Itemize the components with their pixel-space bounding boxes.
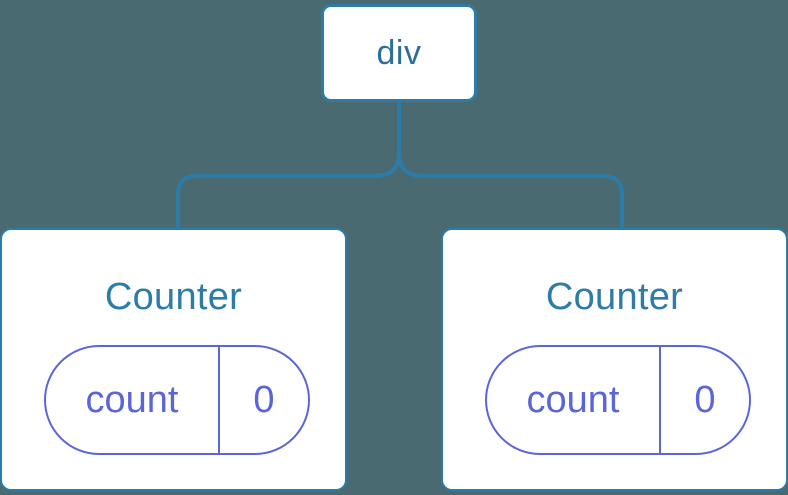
connector-branch-right <box>397 151 624 228</box>
component-card-counter-1[interactable]: Counter count 0 <box>0 228 347 491</box>
state-pill[interactable]: count 0 <box>44 345 310 455</box>
component-title: Counter <box>545 276 684 318</box>
state-key: count <box>526 379 620 421</box>
state-value: 0 <box>253 379 275 421</box>
node-root-div[interactable]: div <box>321 4 477 102</box>
component-title: Counter <box>104 276 243 318</box>
state-pill-divider <box>218 347 220 453</box>
component-card-counter-2[interactable]: Counter count 0 <box>441 228 788 491</box>
state-pill[interactable]: count 0 <box>485 345 751 455</box>
connector-branch-left <box>176 151 401 228</box>
node-root-label: div <box>376 34 422 72</box>
state-key: count <box>85 379 179 421</box>
state-pill-divider <box>659 347 661 453</box>
state-value: 0 <box>694 379 716 421</box>
